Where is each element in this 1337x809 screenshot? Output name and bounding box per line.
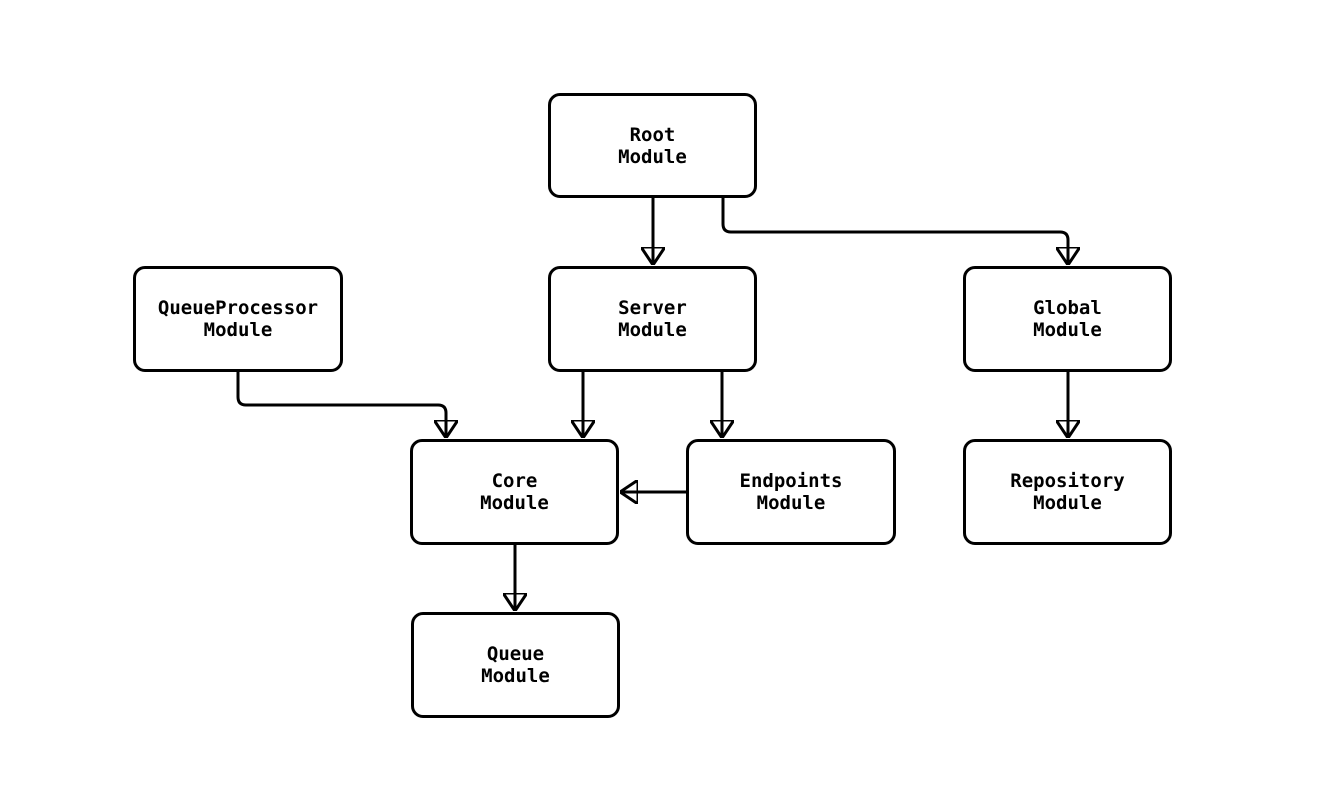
node-queueprocessor-module: QueueProcessor Module [133,266,343,372]
node-server-module-label: Server Module [618,297,687,341]
node-global-module-label: Global Module [1033,297,1102,341]
node-queue-module: Queue Module [411,612,620,718]
node-global-module: Global Module [963,266,1172,372]
node-root-module-label: Root Module [618,123,687,168]
node-queue-module-label: Queue Module [481,643,550,687]
node-repository-module: Repository Module [963,439,1172,545]
node-root-module: Root Module [548,93,757,198]
edge-queueprocessor-to-core [236,372,446,437]
node-repository-module-label: Repository Module [1010,470,1125,514]
edge-root-to-global [721,198,1068,264]
node-queueprocessor-module-label: QueueProcessor Module [157,297,319,341]
node-server-module: Server Module [548,266,757,372]
node-endpoints-module: Endpoints Module [686,439,896,545]
node-core-module-label: Core Module [480,470,549,514]
node-endpoints-module-label: Endpoints Module [739,470,843,514]
node-core-module: Core Module [410,439,619,545]
